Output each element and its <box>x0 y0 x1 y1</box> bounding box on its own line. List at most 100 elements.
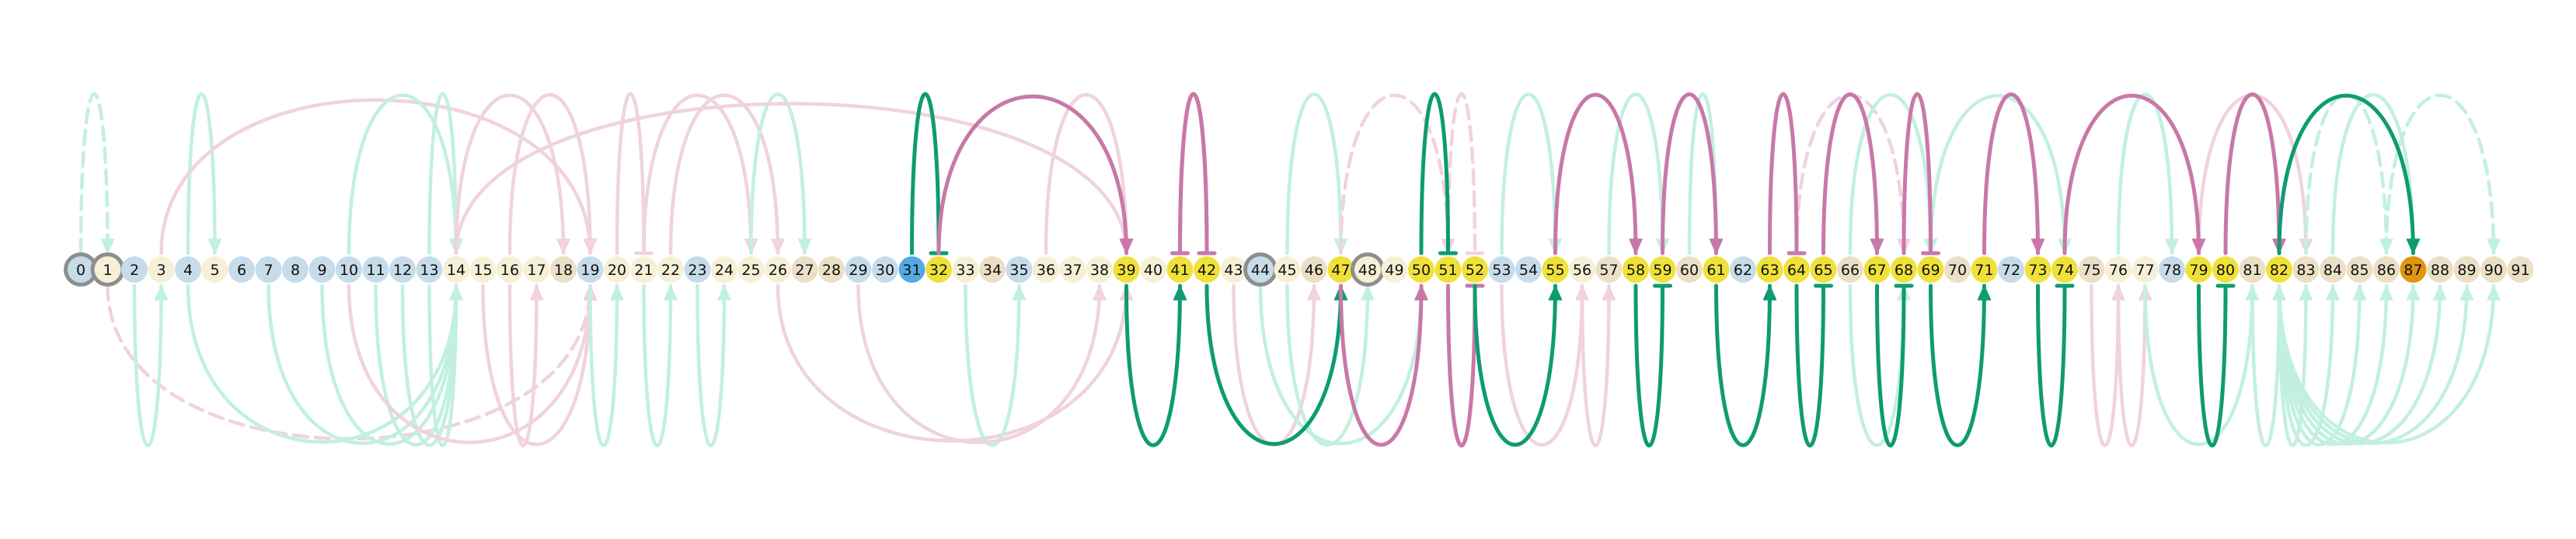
node-33[interactable]: 33 <box>952 256 979 283</box>
node-43[interactable]: 43 <box>1220 256 1247 283</box>
node-63[interactable]: 63 <box>1756 256 1783 283</box>
node-circle <box>2373 256 2400 283</box>
node-56[interactable]: 56 <box>1569 256 1595 283</box>
node-81[interactable]: 81 <box>2239 256 2266 283</box>
node-30[interactable]: 30 <box>872 256 898 283</box>
node-54[interactable]: 54 <box>1515 256 1542 283</box>
node-85[interactable]: 85 <box>2346 256 2373 283</box>
node-10[interactable]: 10 <box>336 256 362 283</box>
node-8[interactable]: 8 <box>282 256 308 283</box>
node-68[interactable]: 68 <box>1891 256 1917 283</box>
node-29[interactable]: 29 <box>845 256 872 283</box>
node-80[interactable]: 80 <box>2212 256 2239 283</box>
node-53[interactable]: 53 <box>1488 256 1515 283</box>
node-20[interactable]: 20 <box>604 256 630 283</box>
node-circle <box>1006 256 1033 283</box>
node-46[interactable]: 46 <box>1301 256 1327 283</box>
node-49[interactable]: 49 <box>1381 256 1408 283</box>
node-50[interactable]: 50 <box>1408 256 1434 283</box>
node-34[interactable]: 34 <box>979 256 1006 283</box>
node-16[interactable]: 16 <box>497 256 523 283</box>
node-35[interactable]: 35 <box>1006 256 1033 283</box>
node-32[interactable]: 32 <box>925 256 952 283</box>
node-31[interactable]: 31 <box>898 256 925 283</box>
node-76[interactable]: 76 <box>2105 256 2132 283</box>
node-73[interactable]: 73 <box>2024 256 2051 283</box>
node-40[interactable]: 40 <box>1140 256 1166 283</box>
node-44[interactable]: 44 <box>1243 252 1278 287</box>
node-11[interactable]: 11 <box>362 256 389 283</box>
node-51[interactable]: 51 <box>1434 256 1462 283</box>
node-67[interactable]: 67 <box>1863 256 1891 283</box>
node-3[interactable]: 3 <box>148 256 175 283</box>
node-78[interactable]: 78 <box>2159 256 2185 283</box>
node-45[interactable]: 45 <box>1274 256 1301 283</box>
node-circle <box>2480 256 2507 283</box>
node-84[interactable]: 84 <box>2320 256 2346 283</box>
node-41[interactable]: 41 <box>1166 256 1194 283</box>
node-28[interactable]: 28 <box>818 256 845 283</box>
node-89[interactable]: 89 <box>2453 256 2480 283</box>
node-25[interactable]: 25 <box>737 256 765 283</box>
node-88[interactable]: 88 <box>2427 256 2453 283</box>
node-61[interactable]: 61 <box>1703 256 1730 283</box>
node-18[interactable]: 18 <box>550 256 577 283</box>
node-65[interactable]: 65 <box>1810 256 1837 283</box>
node-42[interactable]: 42 <box>1194 256 1220 283</box>
node-62[interactable]: 62 <box>1730 256 1756 283</box>
node-72[interactable]: 72 <box>1998 256 2024 283</box>
node-77[interactable]: 77 <box>2132 256 2159 283</box>
node-26[interactable]: 26 <box>765 256 791 283</box>
node-37[interactable]: 37 <box>1059 256 1086 283</box>
node-90[interactable]: 90 <box>2480 256 2507 283</box>
node-13[interactable]: 13 <box>416 256 443 283</box>
node-55[interactable]: 55 <box>1542 256 1569 283</box>
node-2[interactable]: 2 <box>121 256 148 283</box>
node-7[interactable]: 7 <box>255 256 282 283</box>
node-23[interactable]: 23 <box>684 256 711 283</box>
node-14[interactable]: 14 <box>443 256 469 283</box>
node-82[interactable]: 82 <box>2266 256 2292 283</box>
node-52[interactable]: 52 <box>1462 256 1488 283</box>
node-47[interactable]: 47 <box>1327 256 1354 283</box>
node-58[interactable]: 58 <box>1623 256 1649 283</box>
node-17[interactable]: 17 <box>523 256 550 283</box>
node-87[interactable]: 87 <box>2400 256 2427 283</box>
node-66[interactable]: 66 <box>1837 256 1863 283</box>
node-36[interactable]: 36 <box>1033 256 1059 283</box>
edge-59-to-61 <box>1661 92 1718 256</box>
node-38[interactable]: 38 <box>1086 256 1113 283</box>
node-15[interactable]: 15 <box>469 256 497 283</box>
node-39[interactable]: 39 <box>1113 256 1140 283</box>
edge-arrowhead <box>2487 285 2501 301</box>
node-21[interactable]: 21 <box>630 256 657 283</box>
node-6[interactable]: 6 <box>228 256 255 283</box>
node-74[interactable]: 74 <box>2051 256 2078 283</box>
node-59[interactable]: 59 <box>1649 256 1676 283</box>
node-circle <box>630 256 657 283</box>
node-24[interactable]: 24 <box>711 256 737 283</box>
node-71[interactable]: 71 <box>1971 256 1998 283</box>
node-5[interactable]: 5 <box>201 256 228 283</box>
node-57[interactable]: 57 <box>1595 256 1623 283</box>
node-91[interactable]: 91 <box>2507 256 2534 283</box>
node-86[interactable]: 86 <box>2373 256 2400 283</box>
node-48[interactable]: 48 <box>1351 252 1385 287</box>
node-27[interactable]: 27 <box>791 256 818 283</box>
node-label: 6 <box>237 262 246 279</box>
node-label: 59 <box>1653 262 1671 279</box>
node-9[interactable]: 9 <box>308 256 336 283</box>
node-19[interactable]: 19 <box>577 256 604 283</box>
node-64[interactable]: 64 <box>1783 256 1810 283</box>
node-75[interactable]: 75 <box>2078 256 2105 283</box>
node-79[interactable]: 79 <box>2185 256 2212 283</box>
node-83[interactable]: 83 <box>2292 256 2320 283</box>
node-70[interactable]: 70 <box>1944 256 1971 283</box>
node-12[interactable]: 12 <box>389 256 416 283</box>
node-label: 1 <box>103 262 112 279</box>
node-22[interactable]: 22 <box>657 256 684 283</box>
node-69[interactable]: 69 <box>1917 256 1944 283</box>
node-1[interactable]: 1 <box>90 252 125 287</box>
node-4[interactable]: 4 <box>175 256 201 283</box>
node-60[interactable]: 60 <box>1676 256 1703 283</box>
